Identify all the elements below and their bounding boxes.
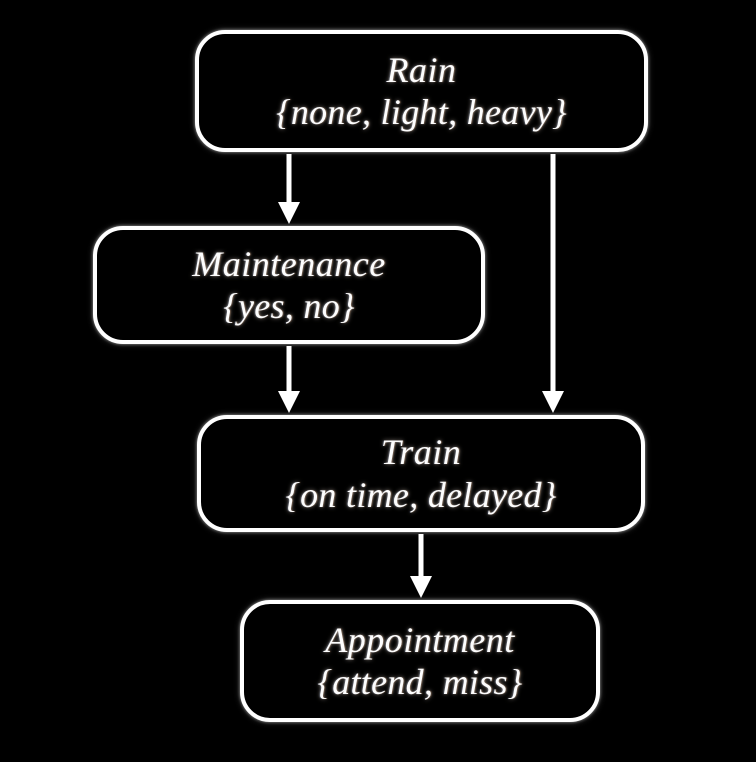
node-train[interactable]: Train {on time, delayed} [197,415,645,532]
arrowhead-icon [542,391,564,413]
edge-rain-to-maintenance [268,152,310,226]
node-rain-states: {none, light, heavy} [276,92,567,132]
node-maintenance-title: Maintenance [192,243,386,284]
node-appointment-title: Appointment [325,619,515,660]
node-maintenance[interactable]: Maintenance {yes, no} [93,226,485,344]
edge-train-to-appointment [400,532,442,600]
edge-maintenance-to-train [268,344,310,415]
node-train-title: Train [380,432,462,473]
node-train-states: {on time, delayed} [285,474,557,515]
node-maintenance-states: {yes, no} [223,286,355,326]
arrowhead-icon [278,202,300,224]
arrowhead-icon [278,391,300,413]
node-appointment-states: {attend, miss} [317,662,523,702]
arrowhead-icon [410,576,432,598]
node-rain-title: Rain [386,49,457,90]
node-rain[interactable]: Rain {none, light, heavy} [195,30,648,152]
node-appointment[interactable]: Appointment {attend, miss} [240,600,600,722]
edge-rain-to-train [532,152,574,415]
